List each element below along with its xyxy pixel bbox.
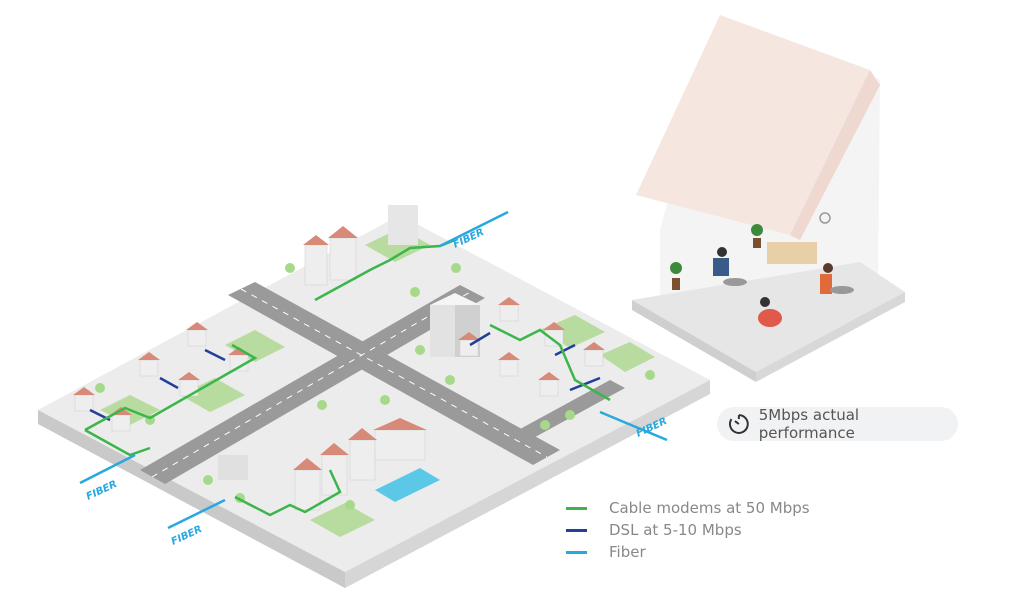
fiber-label: FIBER [85,479,119,503]
legend-swatch [566,550,587,554]
fiber-label: FIBER [170,524,204,548]
legend-swatch [566,506,587,510]
performance-badge: 5Mbps actual performance [717,406,958,442]
timer-icon [728,414,749,434]
legend-label: Fiber [609,543,646,561]
city-map: FIBER FIBER FIBER FIBER [38,205,710,588]
legend-label: DSL at 5-10 Mbps [609,521,742,539]
legend-label: Cable modems at 50 Mbps [609,499,810,517]
legend-item-cable: Cable modems at 50 Mbps [566,497,810,519]
legend: Cable modems at 50 Mbps DSL at 5-10 Mbps… [566,497,810,563]
performance-text: 5Mbps actual performance [758,406,860,442]
houses [73,226,605,511]
fiber-lines [79,210,668,530]
legend-item-dsl: DSL at 5-10 Mbps [566,519,810,541]
legend-item-fiber: Fiber [566,541,810,563]
legend-swatch [566,528,587,532]
home-illustration [632,15,905,382]
